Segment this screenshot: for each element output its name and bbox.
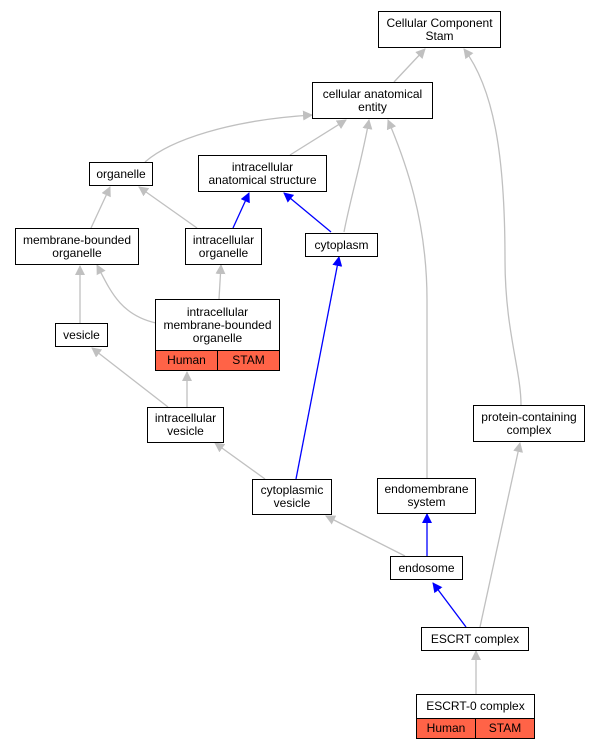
- node-escrt-complex[interactable]: ESCRT complex: [421, 627, 529, 651]
- node-intracellular-vesicle[interactable]: intracellular vesicle: [147, 407, 224, 443]
- gene-tag: STAM: [475, 719, 534, 738]
- edge-cytoplasm-to-ias: [283, 192, 332, 233]
- edge-ems-to-cae: [386, 119, 428, 478]
- node-label: ESCRT-0 complex: [426, 699, 525, 713]
- edge-cv-to-cytoplasm: [295, 256, 343, 480]
- node-label: endosome: [398, 560, 455, 575]
- node-label: cellular anatomical entity: [322, 86, 423, 114]
- node-cellular-anatomical-entity[interactable]: cellular anatomical entity: [312, 82, 433, 119]
- node-endomembrane-system[interactable]: endomembrane system: [377, 478, 476, 514]
- node-label: endomembrane system: [384, 482, 469, 509]
- annotation-tag-row: Human STAM: [156, 350, 279, 370]
- edge-escrt-to-endosome: [432, 582, 467, 628]
- edge-iv-to-vesicle: [91, 347, 169, 408]
- annotation-tag-row: Human STAM: [417, 718, 534, 738]
- edge-cae-to-root: [393, 48, 426, 83]
- node-label: cytoplasmic vesicle: [260, 483, 324, 510]
- node-intracellular-organelle[interactable]: intracellular organelle: [185, 228, 262, 265]
- edge-io-to-organelle: [138, 186, 198, 229]
- node-label: Cellular Component Stam: [386, 15, 493, 43]
- node-label: intracellular anatomical structure: [208, 159, 317, 187]
- node-intracellular-anatomical-structure[interactable]: intracellular anatomical structure: [198, 155, 327, 192]
- edge-endosome-to-cv: [325, 515, 406, 557]
- node-label: ESCRT complex: [430, 631, 520, 646]
- node-intracellular-membrane-bounded-organelle[interactable]: intracellular membrane-bounded organelle…: [155, 299, 280, 371]
- node-label: organelle: [96, 166, 146, 181]
- node-cytoplasmic-vesicle[interactable]: cytoplasmic vesicle: [252, 479, 332, 515]
- species-tag: Human: [426, 721, 466, 735]
- edge-mbo-to-organelle: [90, 186, 111, 229]
- node-label: protein-containing complex: [481, 409, 577, 437]
- edge-escrt-to-pcc: [479, 442, 523, 628]
- edge-imbo-to-mbo: [96, 264, 157, 324]
- node-label: cytoplasm: [314, 237, 369, 252]
- node-label: intracellular organelle: [192, 232, 255, 260]
- edge-cv-to-iv: [214, 442, 266, 480]
- species-tag: Human: [167, 353, 206, 367]
- gene-tag: STAM: [217, 351, 279, 370]
- node-label: intracellular vesicle: [154, 411, 217, 438]
- edge-organelle-to-cae: [144, 110, 313, 163]
- node-cellular-component-stam[interactable]: Cellular Component Stam: [378, 11, 501, 48]
- node-protein-containing-complex[interactable]: protein-containing complex: [473, 405, 585, 442]
- node-endosome[interactable]: endosome: [390, 556, 463, 580]
- edge-io-to-ias: [232, 192, 250, 229]
- node-membrane-bounded-organelle[interactable]: membrane-bounded organelle: [15, 228, 139, 265]
- node-label: vesicle: [63, 327, 100, 342]
- edge-cytoplasm-to-cae: [343, 119, 373, 233]
- node-cytoplasm[interactable]: cytoplasm: [305, 233, 378, 257]
- edge-pcc-to-root: [463, 48, 522, 406]
- node-label: membrane-bounded organelle: [22, 232, 132, 260]
- node-vesicle[interactable]: vesicle: [55, 323, 108, 347]
- node-label: intracellular membrane-bounded organelle: [163, 304, 272, 345]
- node-organelle[interactable]: organelle: [89, 162, 153, 186]
- node-escrt-0-complex[interactable]: ESCRT-0 complex Human STAM: [416, 694, 535, 739]
- edge-imbo-to-io: [215, 264, 226, 300]
- edge-ias-to-cae: [289, 119, 347, 156]
